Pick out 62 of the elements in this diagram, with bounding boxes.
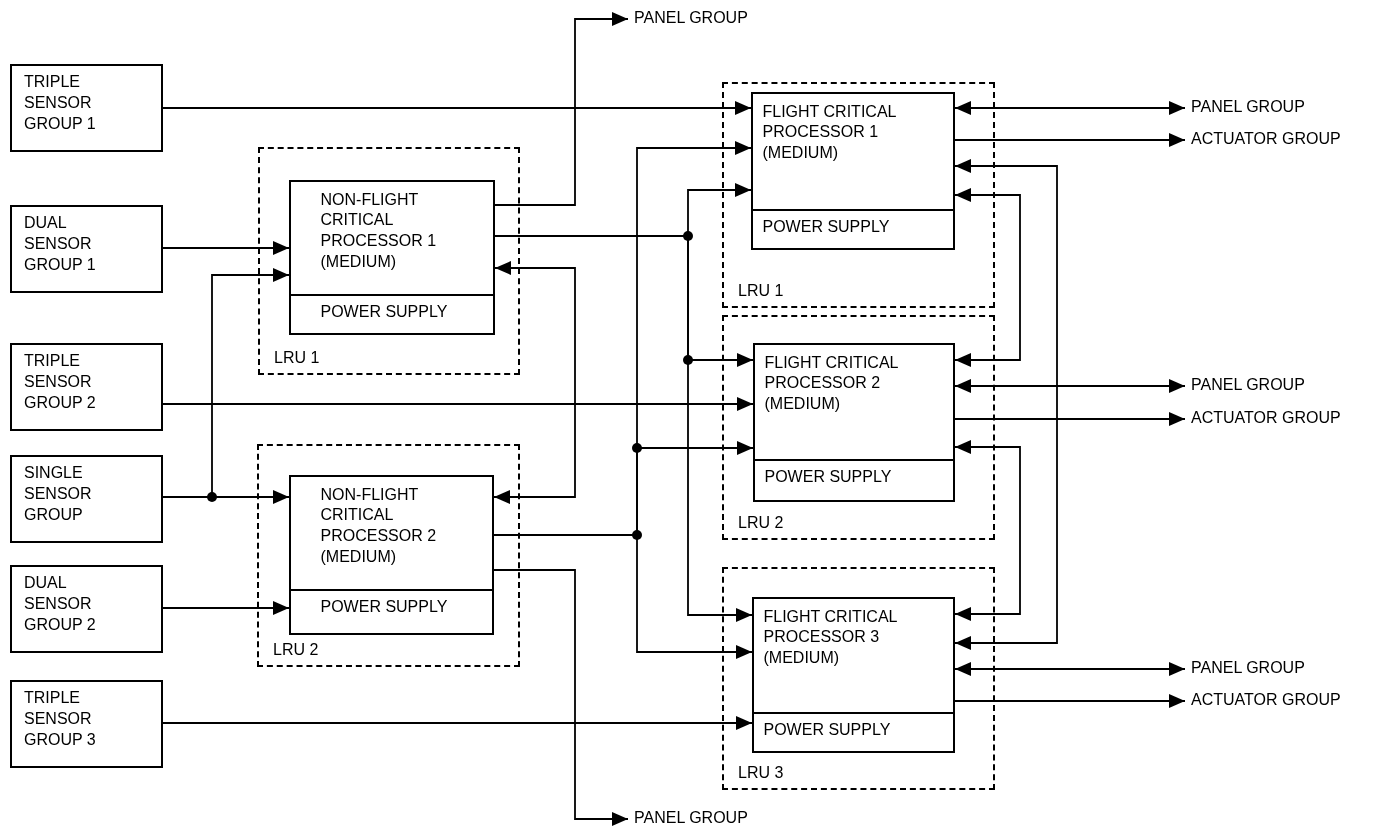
output-label: ACTUATOR GROUP bbox=[1191, 408, 1341, 428]
power-supply-label: POWER SUPPLY bbox=[753, 712, 953, 751]
lru-dashed-box bbox=[722, 82, 995, 308]
output-label: PANEL GROUP bbox=[634, 808, 748, 828]
output-label: PANEL GROUP bbox=[1191, 658, 1305, 678]
lru-label: LRU 1 bbox=[274, 348, 320, 369]
processor-label: NON-FLIGHT CRITICAL PROCESSOR 1 (MEDIUM) bbox=[319, 189, 438, 272]
processor-box bbox=[288, 474, 494, 635]
output-label: PANEL GROUP bbox=[1191, 375, 1305, 395]
processor-label: FLIGHT CRITICAL PROCESSOR 1 (MEDIUM) bbox=[761, 101, 897, 164]
power-supply-label: POWER SUPPLY bbox=[290, 294, 493, 333]
output-label: ACTUATOR GROUP bbox=[1191, 690, 1341, 710]
arrow bbox=[162, 716, 753, 730]
arrow bbox=[954, 694, 1186, 708]
sensor-label: DUAL SENSOR GROUP 1 bbox=[24, 213, 97, 275]
lru-label: LRU 2 bbox=[273, 640, 319, 661]
power-supply-label: POWER SUPPLY bbox=[752, 209, 953, 248]
sensor-label: TRIPLE SENSOR GROUP 2 bbox=[24, 351, 97, 413]
arrow bbox=[162, 601, 290, 615]
sensor-box bbox=[10, 64, 163, 152]
output-label: PANEL GROUP bbox=[634, 8, 748, 28]
lru-dashed-box bbox=[258, 147, 520, 375]
power-supply-label: POWER SUPPLY bbox=[754, 459, 953, 500]
arrow bbox=[494, 12, 629, 206]
lru-dashed-box bbox=[257, 444, 520, 667]
lru-label: LRU 1 bbox=[738, 281, 784, 302]
output-label: PANEL GROUP bbox=[1191, 97, 1305, 117]
sensor-box bbox=[10, 343, 163, 431]
arrow bbox=[954, 662, 1186, 676]
lru-dashed-box bbox=[722, 567, 995, 790]
processor-label: NON-FLIGHT CRITICAL PROCESSOR 2 (MEDIUM) bbox=[319, 484, 438, 567]
arrow bbox=[954, 440, 1021, 621]
arrow bbox=[954, 379, 1186, 393]
arrow bbox=[954, 412, 1186, 426]
sensor-box bbox=[10, 455, 163, 543]
processor-label: FLIGHT CRITICAL PROCESSOR 2 (MEDIUM) bbox=[763, 352, 899, 415]
output-label: ACTUATOR GROUP bbox=[1191, 129, 1341, 149]
arrow bbox=[493, 261, 576, 504]
sensor-box bbox=[10, 565, 163, 653]
arrow bbox=[954, 101, 1186, 115]
sensor-box bbox=[10, 205, 163, 293]
sensor-label: TRIPLE SENSOR GROUP 1 bbox=[24, 72, 97, 134]
lru-label: LRU 2 bbox=[738, 513, 784, 534]
processor-box bbox=[288, 179, 495, 335]
arrow bbox=[162, 241, 290, 255]
sensor-label: TRIPLE SENSOR GROUP 3 bbox=[24, 688, 97, 750]
sensor-label: DUAL SENSOR GROUP 2 bbox=[24, 573, 97, 635]
processor-label: FLIGHT CRITICAL PROCESSOR 3 (MEDIUM) bbox=[762, 606, 898, 669]
processor-box bbox=[750, 91, 955, 250]
arrow bbox=[954, 159, 1058, 650]
processor-box bbox=[752, 342, 955, 502]
processor-box bbox=[751, 596, 955, 753]
arrow bbox=[162, 101, 752, 115]
power-supply-label: POWER SUPPLY bbox=[290, 589, 492, 633]
sensor-label: SINGLE SENSOR GROUP bbox=[24, 463, 93, 525]
lru-label: LRU 3 bbox=[738, 763, 784, 784]
arrow bbox=[954, 188, 1021, 367]
arrow bbox=[954, 133, 1186, 147]
arrow bbox=[493, 569, 629, 826]
lru-dashed-box bbox=[722, 315, 995, 540]
arrow bbox=[162, 397, 754, 411]
sensor-box bbox=[10, 680, 163, 768]
